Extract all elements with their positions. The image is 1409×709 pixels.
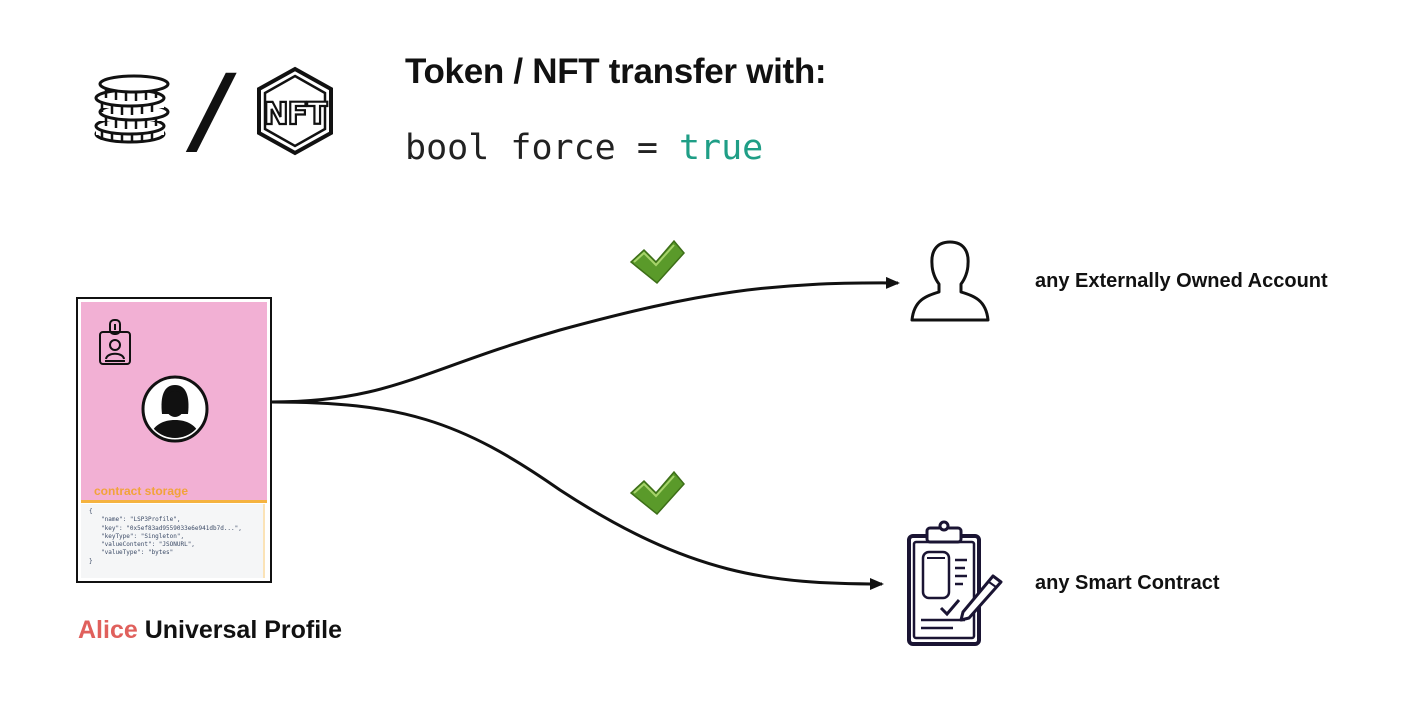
json-line: "valueType": "bytes" [101,549,174,557]
user-avatar-icon [141,375,209,443]
profile-header-area: contract storage [81,302,267,500]
card-divider [81,500,267,503]
contract-clipboard-icon [907,520,1003,646]
json-line: "name": "LSP3Profile", [101,516,181,524]
id-badge-icon [99,319,131,365]
code-value: true [678,128,764,168]
profile-type-label: Universal Profile [144,616,343,644]
profile-owner-name: Alice [78,616,138,644]
json-line: { [89,508,93,515]
code-variable: force [510,128,616,168]
person-outline-icon [910,240,990,322]
checkmark-icon [629,470,685,516]
universal-profile-card: contract storage { "name": "LSP3Profile"… [76,297,272,583]
coins-stack-icon [94,74,170,144]
json-line: } [89,557,93,565]
nft-text: NFT [263,97,328,132]
separator-slash: / [195,54,231,166]
transfer-title: Token / NFT transfer with: [405,52,827,91]
smart-contract-label: any Smart Contract [1035,572,1220,594]
code-snippet: bool force = true [405,128,763,168]
code-keyword: bool [405,128,490,168]
json-line: "key": "0x5ef83ad9559033e6e941db7d...", [101,524,242,532]
arrow-to-eoa [270,276,900,404]
checkmark-icon [629,239,685,285]
storage-json: { "name": "LSP3Profile", "key": "0x5ef83… [81,504,265,578]
nft-hexagon-icon: NFT [257,66,333,156]
json-line: "valueContent": "JSONURL", [101,541,195,549]
arrow-to-smart-contract [270,400,884,590]
json-line: "keyType": "Singleton", [101,532,185,540]
code-operator: = [636,128,658,168]
profile-caption: Alice Universal Profile [78,616,342,645]
eoa-label: any Externally Owned Account [1035,270,1328,292]
contract-storage-label: contract storage [94,484,189,498]
